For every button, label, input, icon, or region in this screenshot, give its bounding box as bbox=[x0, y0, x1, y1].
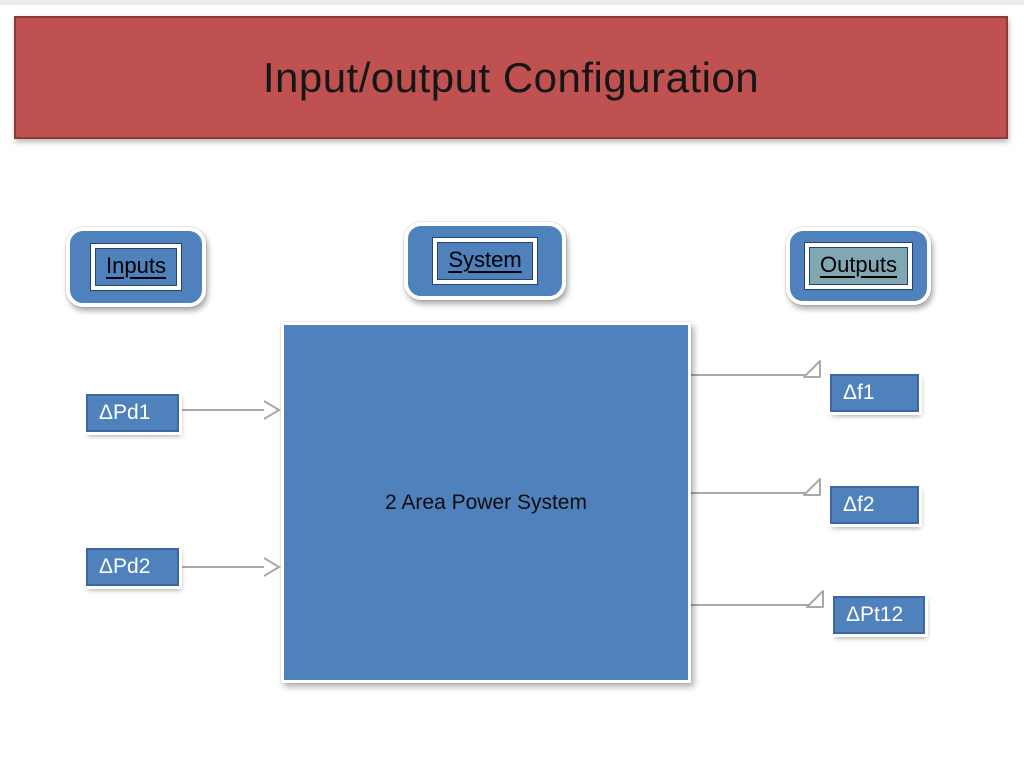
inputs-label: Inputs bbox=[106, 253, 166, 278]
inputs-label-box: Inputs bbox=[91, 244, 181, 290]
inputs-group-box: Inputs bbox=[66, 227, 206, 307]
outputs-label-box: Outputs bbox=[804, 243, 913, 289]
output-chip-dpt12-label: ΔPt12 bbox=[846, 603, 904, 626]
output-chip-df2-label: Δf2 bbox=[843, 493, 875, 516]
input-chip-dpd2-label: ΔPd2 bbox=[99, 555, 151, 578]
output-chip-df1-label: Δf1 bbox=[843, 381, 875, 404]
input-chip-dpd1: ΔPd1 bbox=[86, 394, 179, 432]
system-group-box: System bbox=[404, 222, 566, 300]
input-chip-dpd2: ΔPd2 bbox=[86, 548, 179, 586]
system-label: System bbox=[448, 247, 522, 272]
system-label-box: System bbox=[433, 238, 537, 284]
output-chip-df2: Δf2 bbox=[830, 486, 919, 524]
power-system-block-label: 2 Area Power System bbox=[385, 490, 587, 514]
page-title: Input/output Configuration bbox=[262, 53, 760, 101]
outputs-label: Outputs bbox=[819, 252, 898, 277]
output-chip-df1: Δf1 bbox=[830, 374, 919, 412]
slide-top-edge bbox=[0, 0, 1024, 5]
outputs-group-box: Outputs bbox=[786, 227, 931, 305]
output-chip-dpt12: ΔPt12 bbox=[833, 596, 925, 634]
power-system-block: 2 Area Power System bbox=[281, 322, 691, 683]
title-banner: Input/output Configuration bbox=[14, 16, 1008, 139]
input-chip-dpd1-label: ΔPd1 bbox=[99, 401, 151, 424]
